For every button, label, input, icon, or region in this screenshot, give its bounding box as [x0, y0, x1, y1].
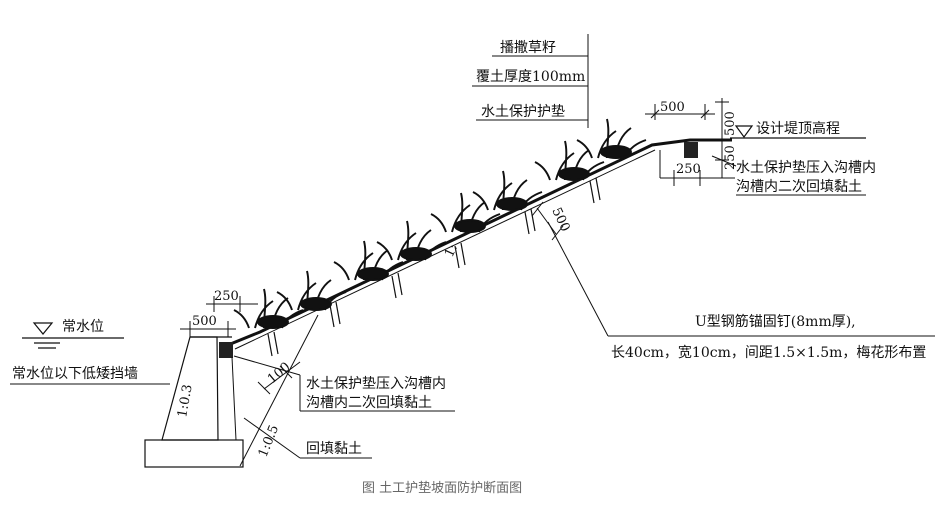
- normal-water-label: 常水位: [62, 319, 104, 335]
- backfill-label: 回填黏土: [306, 441, 362, 457]
- bottom-dim-lines: [180, 296, 258, 337]
- top-width-dim-lines: [645, 104, 715, 120]
- top-trench-note-1: 水土保护垫压入沟槽内: [736, 160, 876, 176]
- mat-label: 水土保护护垫: [481, 104, 565, 120]
- main-slope-ratio: 1:: [442, 242, 461, 260]
- wall-footing: [144, 439, 244, 468]
- anchor-spec-2: 长40cm，宽10cm，间距1.5×1.5m，梅花形布置: [611, 344, 926, 361]
- top-trench-depth-dim: 250: [723, 145, 738, 170]
- layer-callout-lines: [472, 34, 589, 128]
- top-trench-note-2: 沟槽内二次回填黏土: [736, 179, 862, 195]
- design-crest-label: 设计堤顶高程: [756, 120, 840, 137]
- water-level-symbol: [22, 322, 124, 349]
- bottom-trench-note-1: 水土保护垫压入沟槽内: [306, 376, 446, 392]
- top-trench-width-dim: 250: [676, 162, 701, 177]
- backfill-slope: [231, 356, 237, 441]
- bottom-trench-leader: [233, 355, 455, 412]
- seed-label: 播撒草籽: [500, 40, 556, 56]
- top-trench-leader: [711, 155, 866, 196]
- bottom-depth-dim: 100: [265, 360, 294, 387]
- anchor-leader: [547, 221, 935, 337]
- anchor-pins: [267, 177, 601, 357]
- grass-vegetation: [233, 118, 647, 329]
- top-trench: [684, 142, 698, 158]
- soil-cover-label: 覆土厚度100mm: [476, 69, 585, 85]
- bottom-trench-note-2: 沟槽内二次回填黏土: [306, 395, 432, 411]
- bottom-trench: [219, 342, 233, 358]
- backfill-leader: [243, 417, 372, 459]
- figure-caption: 图 土工护垫坡面防护断面图: [362, 480, 522, 496]
- bottom-width-dim: 500: [192, 314, 217, 329]
- slope-underline: [234, 149, 656, 350]
- slope-anchor-dim-lines: [531, 201, 564, 241]
- slope-surface: [227, 138, 732, 347]
- top-width-dim: 500: [660, 100, 685, 115]
- top-height-dim: 500: [723, 111, 738, 136]
- backfill-outer: [239, 314, 319, 467]
- wall-slope-ratio: 1:0.3: [175, 383, 196, 418]
- bottom-depth-dim-lines: [257, 361, 301, 395]
- top-trench-width-dim-lines: [664, 170, 718, 186]
- crest-elevation-symbol: [730, 125, 866, 139]
- anchor-spec-1: U型钢筋锚固钉(8mm厚),: [695, 313, 856, 330]
- low-wall-label: 常水位以下低矮挡墙: [12, 366, 138, 382]
- bottom-trench-dim: 250: [214, 289, 239, 304]
